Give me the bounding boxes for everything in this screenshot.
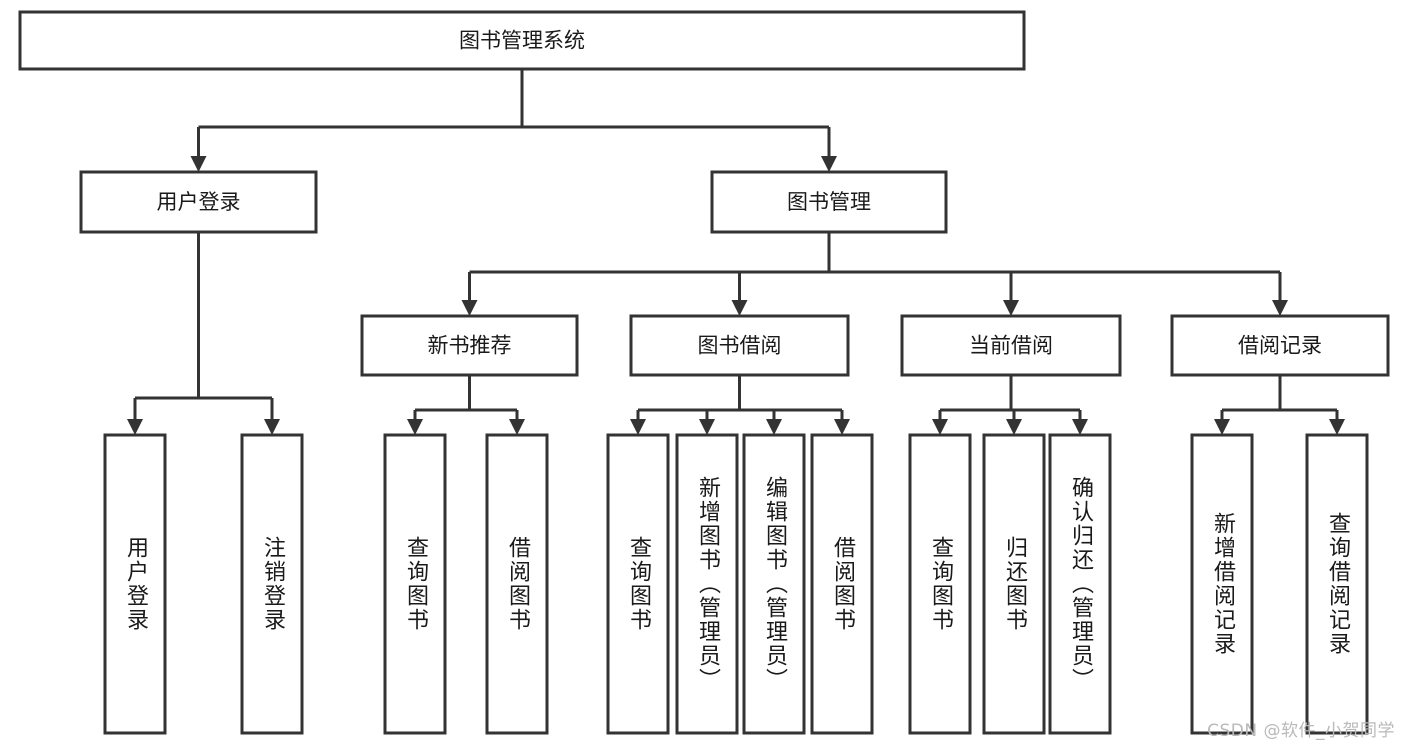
node-leaf-8[interactable] <box>908 433 972 735</box>
node-l3-3[interactable] <box>1170 314 1390 377</box>
arrow-head-icon <box>190 156 207 172</box>
node-l3-1-label: 图书借阅 <box>698 334 782 358</box>
node-leaf-2[interactable] <box>383 433 447 735</box>
node-l3-0[interactable] <box>360 314 579 377</box>
arrow-head-icon <box>1072 419 1088 435</box>
arrow-head-icon <box>630 419 646 435</box>
node-leaf-7[interactable] <box>810 433 874 735</box>
node-l2-0-label: 用户登录 <box>157 190 241 214</box>
node-l3-1[interactable] <box>629 314 850 377</box>
arrow-head-icon <box>1214 419 1230 435</box>
node-box-group <box>18 10 1390 735</box>
node-leaf-5[interactable] <box>675 433 739 735</box>
arrow-head-icon <box>821 156 837 172</box>
node-leaf-10[interactable] <box>1048 433 1112 735</box>
node-leaf-1[interactable] <box>240 433 304 735</box>
node-leaf-9[interactable] <box>982 433 1046 735</box>
arrow-head-icon <box>461 300 478 316</box>
arrow-head-icon <box>1329 419 1345 435</box>
node-l2-0[interactable] <box>79 170 318 234</box>
arrow-head-icon <box>1006 419 1022 435</box>
arrow-head-icon <box>766 419 782 435</box>
node-leaf-6[interactable] <box>742 433 806 735</box>
node-leaf-11[interactable] <box>1190 433 1254 735</box>
arrow-head-icon <box>1272 300 1288 316</box>
arrow-head-icon <box>509 419 525 435</box>
arrow-head-icon <box>731 300 748 316</box>
connector-group <box>127 69 1345 435</box>
arrow-head-icon <box>834 419 850 435</box>
arrow-head-icon <box>699 419 715 435</box>
node-leaf-4[interactable] <box>606 433 670 735</box>
arrow-head-icon <box>1003 300 1019 316</box>
node-l3-2-label: 当前借阅 <box>969 334 1053 358</box>
arrow-head-icon <box>407 419 423 435</box>
node-root[interactable] <box>18 10 1026 71</box>
node-leaf-12[interactable] <box>1305 433 1369 735</box>
node-root-label: 图书管理系统 <box>459 29 585 53</box>
node-l3-3-label: 借阅记录 <box>1238 334 1322 358</box>
node-l3-2[interactable] <box>900 314 1122 377</box>
arrow-head-icon <box>264 419 280 435</box>
node-leaf-0[interactable] <box>103 433 167 735</box>
node-l3-0-label: 新书推荐 <box>428 334 512 358</box>
node-l2-1-label: 图书管理 <box>787 190 871 214</box>
node-l2-1[interactable] <box>710 170 948 234</box>
node-leaf-3[interactable] <box>485 433 549 735</box>
watermark-text: CSDN @软件_小贺同学 <box>1207 721 1395 741</box>
arrow-head-icon <box>127 419 143 435</box>
arrow-head-icon <box>932 419 948 435</box>
